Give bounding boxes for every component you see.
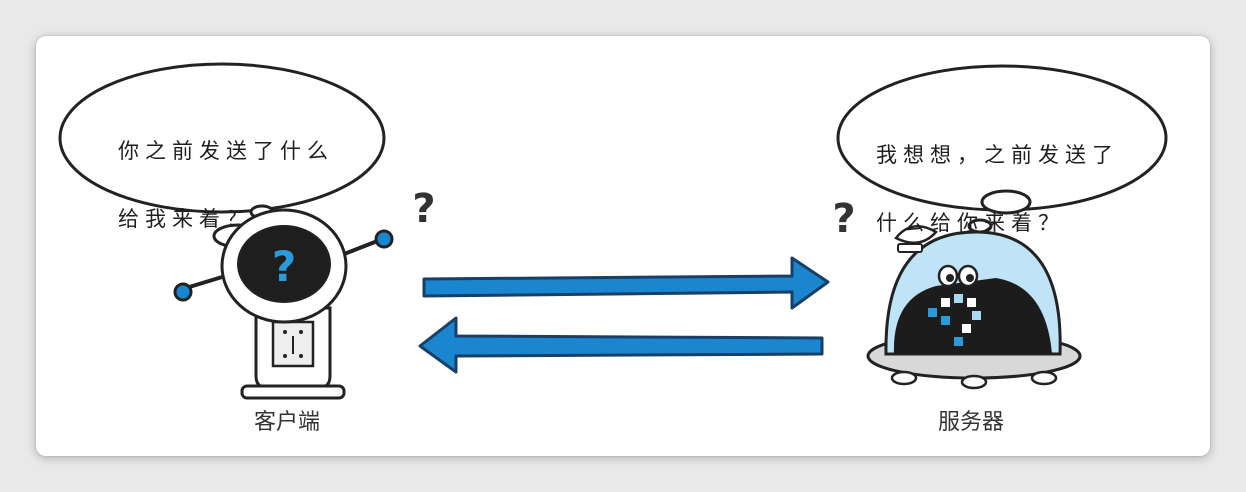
illustration-card: ? ? ?	[36, 36, 1210, 456]
client-server-diagram: ? ? ?	[58, 62, 1168, 400]
client-bubble-text: 你之前发送了什么 给我来着？	[118, 100, 334, 270]
server-bubble-line: 我想想，之前发送了	[876, 143, 1119, 167]
client-label: 客户端	[253, 410, 320, 435]
client-bubble-line: 你之前发送了什么	[118, 139, 334, 163]
client-bubble-line: 给我来着？	[118, 207, 253, 231]
server-label: 服务器	[937, 410, 1004, 435]
server-thought-bubble	[836, 64, 1168, 234]
server-bubble-text: 我想想，之前发送了 什么给你来着？	[876, 104, 1119, 274]
client-right-hand	[374, 229, 394, 249]
question-mark-icon: ?	[272, 242, 296, 291]
arrow-right-icon	[422, 256, 830, 310]
server-robot	[866, 225, 1082, 390]
question-mark-icon: ?	[832, 196, 855, 242]
question-mark-icon: ?	[412, 186, 435, 232]
client-left-hand	[173, 282, 193, 302]
client-robot: ?	[173, 208, 394, 400]
arrow-left-icon	[418, 316, 824, 374]
server-bubble-line: 什么给你来着？	[876, 211, 1065, 235]
